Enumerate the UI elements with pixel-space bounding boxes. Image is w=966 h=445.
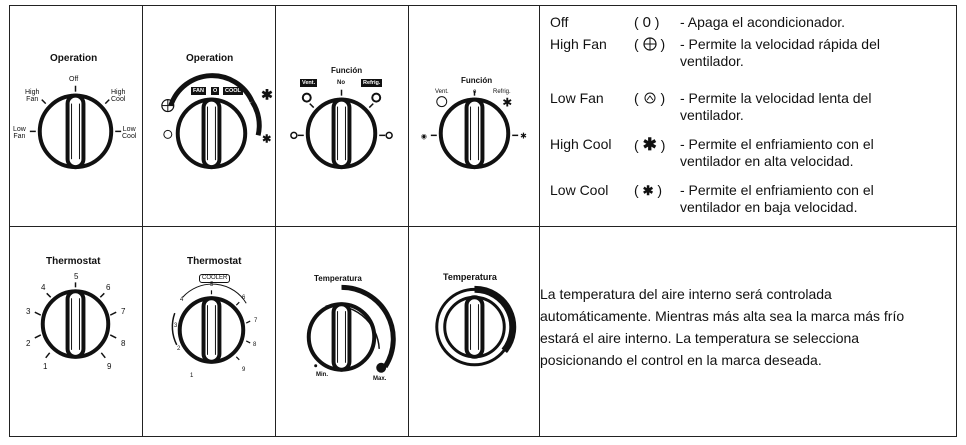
- legend-row-high-fan: High Fan ( ) - Permite la velocidad rápida…: [550, 36, 945, 76]
- tick-7: 7: [121, 307, 126, 316]
- dial-title: Thermostat: [187, 256, 242, 267]
- legend-name: Off: [550, 14, 569, 30]
- tick-1: 1: [43, 362, 48, 371]
- svg-text:✱: ✱: [262, 133, 271, 145]
- dial-title: Función: [461, 76, 493, 85]
- legend-name: Low Fan: [550, 90, 604, 106]
- no-label: No: [337, 80, 345, 86]
- low-cool-snowflake-icon: ✱: [642, 183, 654, 198]
- cooler-tag: COOLER: [199, 274, 231, 283]
- legend-name: High Fan: [550, 36, 607, 52]
- thermostat-description: La temperatura del aire interno será con…: [540, 286, 905, 368]
- thermostat-dial-1: [34, 282, 117, 359]
- refrig-tag: Refrig.: [361, 79, 383, 87]
- high-fan-icon: [642, 36, 657, 52]
- cell-operation-1: Operation Off High Fan High Cool Low Fan…: [10, 6, 143, 227]
- cell-thermostat-2: Thermostat COOLER 1 2 3 4 5 6 7 8 9: [143, 227, 276, 437]
- operation-dial-2: ✱ ✱: [161, 73, 273, 170]
- tick-5: 5: [74, 272, 79, 281]
- controls-table: Operation Off High Fan High Cool Low Fan…: [9, 5, 957, 437]
- high-cool-snowflake-icon: ✱: [642, 135, 657, 154]
- fan-tag: FAN: [191, 87, 206, 95]
- funcion-dial-2: ✱ ✱ ◉: [421, 90, 527, 170]
- funcion-dial-1: [290, 89, 393, 170]
- dial-title: Función: [331, 66, 363, 75]
- cell-thermostat-1: Thermostat 1 2 3 4 5 6 7 8 9: [10, 227, 143, 437]
- tick-7: 7: [254, 318, 258, 324]
- high-cool-label: High Cool: [111, 89, 126, 103]
- legend-row-high-cool: High Cool ( ✱ ) - Permite el enfriamiento …: [550, 136, 945, 176]
- tick-1: 1: [190, 373, 194, 379]
- dial-title: Operation: [50, 53, 98, 64]
- legend-symbol: ( ✱ ): [634, 135, 666, 154]
- legend-description: - Permite el enfriamiento con el ventila…: [680, 182, 874, 215]
- cell-legend: Off ( 0 ) - Apaga el acondicionador. High F…: [540, 6, 957, 227]
- thermostat-dial-2: [171, 283, 251, 364]
- off-label: Off: [69, 76, 79, 83]
- low-fan-icon: [643, 90, 657, 106]
- dial-title: Temperatura: [443, 272, 497, 282]
- dial-title: Temperatura: [314, 274, 362, 283]
- refrig-label: Refrig.: [493, 89, 511, 95]
- legend-symbol: ( ): [634, 90, 666, 106]
- svg-text:✱: ✱: [520, 131, 527, 140]
- tick-3: 3: [26, 307, 31, 316]
- cool-tag: COOL: [223, 87, 243, 95]
- low-cool-label: Low Cool: [122, 126, 137, 140]
- vent-tag: Vent.: [300, 79, 318, 87]
- tick-6: 6: [106, 283, 111, 292]
- legend-row-low-fan: Low Fan ( ) - Permite la velocidad lenta d…: [550, 90, 945, 130]
- dial-title: Operation: [186, 53, 234, 64]
- cell-funcion-1: Función Vent. No Refrig.: [276, 6, 409, 227]
- off-zero-icon: 0: [642, 14, 651, 31]
- legend-symbol: ( 0 ): [634, 14, 660, 31]
- svg-text:◉: ◉: [421, 133, 427, 140]
- temperatura-dial-2: [435, 285, 517, 367]
- legend-description: - Permite la velocidad lenta del ventila…: [680, 90, 872, 123]
- dial-title: Thermostat: [46, 256, 101, 267]
- legend-description: - Apaga el acondicionador.: [680, 14, 846, 30]
- legend-symbol: ( ✱ ): [634, 182, 663, 198]
- tick-4: 4: [180, 297, 184, 303]
- off-tag: O: [211, 87, 220, 95]
- cell-temperatura-1: Temperatura Min. Max.: [276, 227, 409, 437]
- tick-9: 9: [107, 362, 112, 371]
- vent-label: Vent.: [435, 89, 449, 95]
- max-label: Max.: [373, 376, 387, 382]
- legend-name: High Cool: [550, 136, 612, 152]
- legend-description: - Permite el enfriamiento con el ventila…: [680, 136, 874, 169]
- tick-8: 8: [253, 342, 257, 348]
- cell-funcion-2: ✱ ✱ ◉ Función Vent. o Refrig.: [409, 6, 540, 227]
- operation-dial-1: [29, 85, 122, 170]
- cell-temperatura-2: Temperatura: [409, 227, 540, 437]
- cell-operation-2: ✱ ✱ Operation FAN O COOL: [143, 6, 276, 227]
- legend-row-low-cool: Low Cool ( ✱ ) - Permite el enfriamiento c…: [550, 182, 945, 222]
- tick-2: 2: [177, 346, 181, 352]
- legend-row-off: Off ( 0 ) - Apaga el acondicionador.: [550, 14, 945, 54]
- tick-6: 6: [242, 295, 246, 301]
- tick-2: 2: [26, 339, 31, 348]
- svg-text:✱: ✱: [261, 87, 273, 103]
- legend-description: - Permite la velocidad rápida del ventil…: [680, 36, 880, 69]
- o-label: o: [473, 89, 477, 95]
- svg-text:✱: ✱: [502, 96, 512, 110]
- min-label: Min.: [316, 372, 328, 378]
- legend-name: Low Cool: [550, 182, 609, 198]
- legend-symbol: ( ): [634, 36, 666, 52]
- high-fan-label: High Fan: [25, 89, 40, 103]
- temperatura-dial-1: [306, 284, 396, 373]
- tick-3: 3: [174, 323, 178, 329]
- tick-4: 4: [41, 283, 46, 292]
- tick-5: 5: [210, 282, 214, 288]
- low-fan-label: Low Fan: [13, 126, 26, 140]
- tick-9: 9: [242, 367, 246, 373]
- tick-8: 8: [121, 339, 126, 348]
